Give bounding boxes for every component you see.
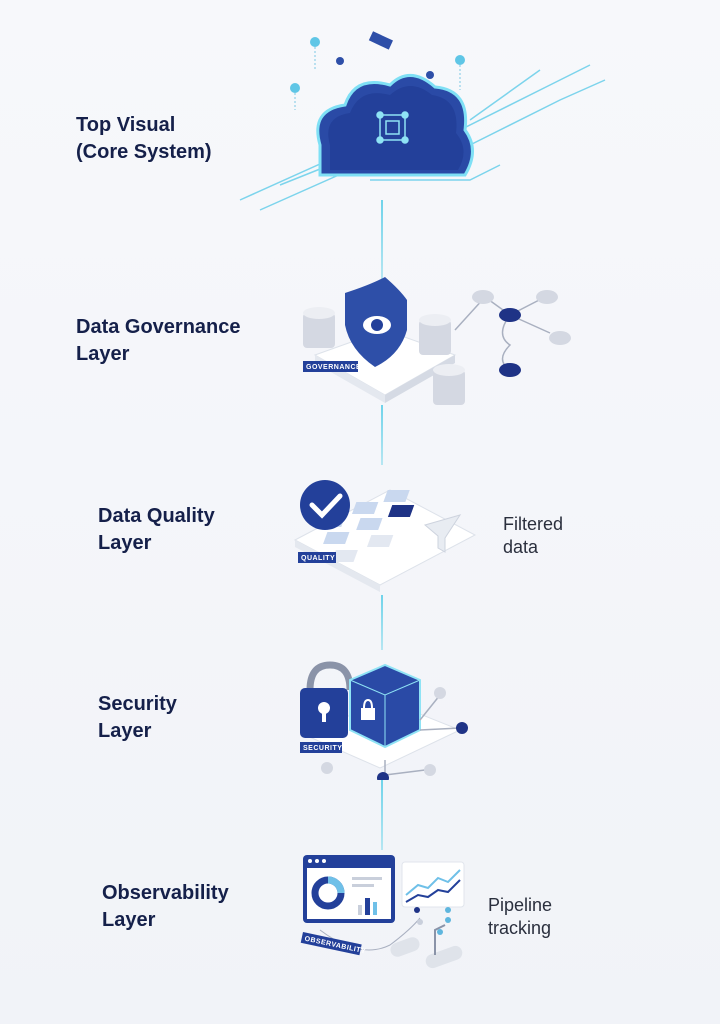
title-line: Observability [102,882,229,904]
security-illustration: SECURITY [300,661,468,780]
side-line: data [503,537,539,557]
side-line: Filtered [503,514,564,534]
connector-line [381,780,383,850]
governance-illustration: GOVERNANCE [303,277,571,405]
satellite-icon [368,31,393,50]
checkmark-icon [300,480,350,530]
governance-tag: GOVERNANCE [306,364,361,371]
quality-tag: QUALITY [301,555,335,562]
layer-title-data-governance: Data Governance Layer [76,314,241,368]
security-tag: SECURITY [303,745,342,752]
layer-title-security: Security Layer [98,691,177,745]
title-line: Data Quality [98,505,215,527]
side-label-filtered-data: Filtered data [503,513,563,559]
database-icon [419,314,451,355]
observability-illustration: OBSERVABILITY [300,855,465,969]
database-icon [433,364,465,405]
title-line: (Core System) [76,141,212,163]
quality-illustration: QUALITY [293,480,477,592]
title-line: Layer [102,909,156,931]
connector-line [381,405,383,465]
cloud-core-illustration [239,31,606,211]
database-icon [303,307,335,348]
side-line: tracking [488,918,552,938]
side-line: Pipeline [488,895,553,915]
title-line: Layer [98,720,152,742]
title-line: Layer [76,343,130,365]
dashboard-window-icon [303,855,395,923]
title-line: Top Visual [76,114,176,136]
title-line: Security [98,693,177,715]
connector-line [381,595,383,650]
line-chart-icon [401,861,465,908]
title-line: Layer [98,532,152,554]
pipeline-icon [319,907,463,969]
padlock-icon [300,661,354,738]
title-line: Data Governance [76,316,241,338]
layer-title-observability: Observability Layer [102,880,229,934]
filter-funnel-icon [423,514,462,553]
layer-title-data-quality: Data Quality Layer [98,503,215,557]
layer-title-core-system: Top Visual (Core System) [76,112,212,166]
side-label-pipeline-tracking: Pipeline tracking [488,894,552,940]
connector-line [381,200,383,280]
